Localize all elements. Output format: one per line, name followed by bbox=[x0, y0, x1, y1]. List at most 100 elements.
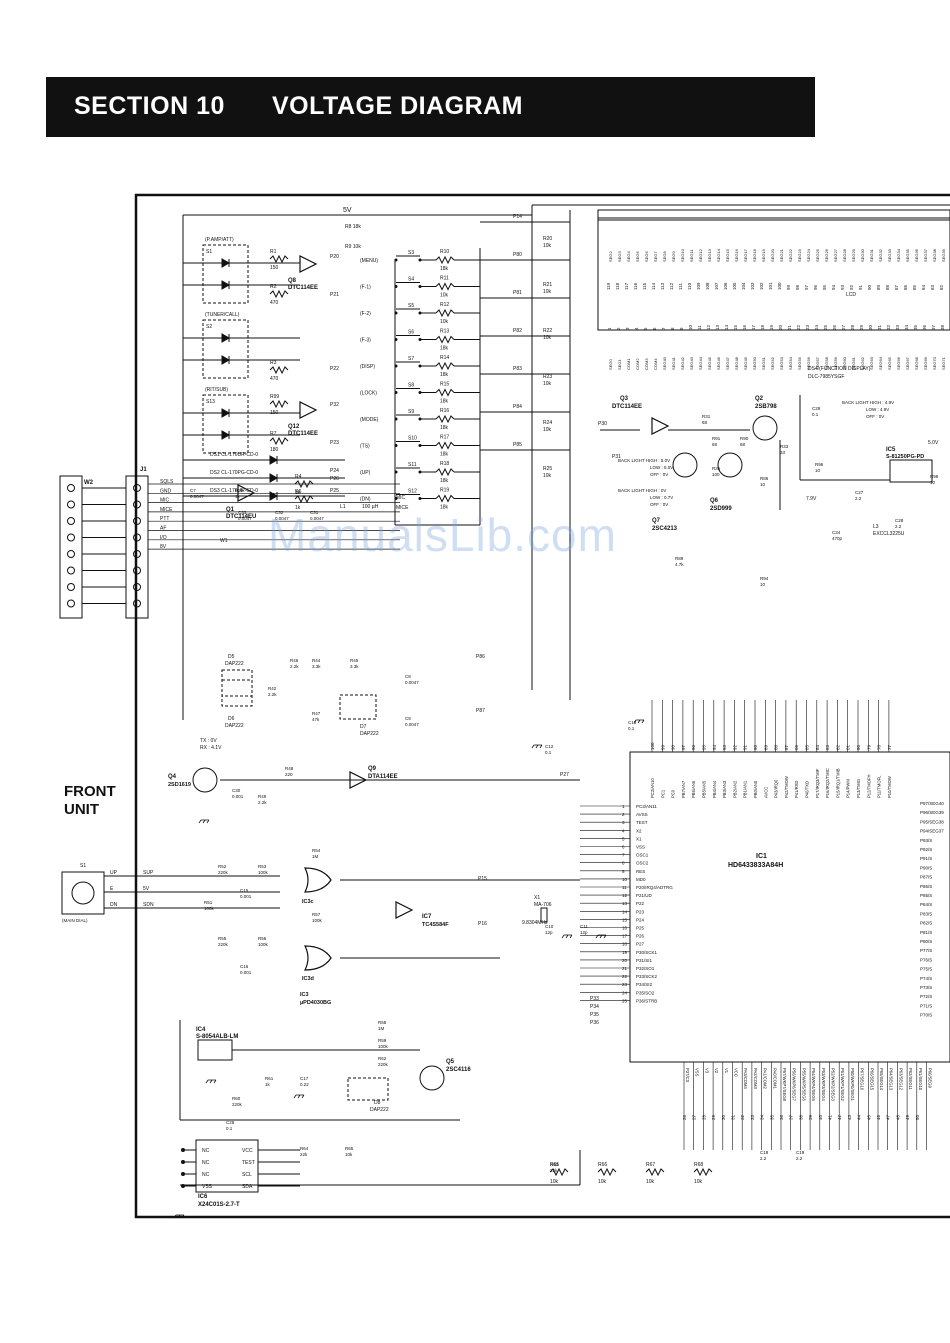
ic1-left-num-5: 6 bbox=[622, 845, 625, 850]
ic1-left-num-7: 8 bbox=[622, 861, 625, 866]
left-resistor-2 bbox=[269, 365, 289, 375]
lcd-bottom-pin-26: SEG60 bbox=[842, 356, 847, 370]
ic1-bottom-num-17: 43 bbox=[847, 1114, 852, 1120]
q6-ref: Q6 bbox=[710, 498, 719, 504]
bottom-resistor-1 bbox=[597, 1167, 617, 1177]
res-val-47: 4.7k bbox=[675, 562, 684, 567]
lcd-bottom-num-4: 5 bbox=[643, 327, 648, 330]
res-ref-17: R45 bbox=[350, 658, 359, 663]
ic1-left-num-4: 5 bbox=[622, 836, 625, 841]
ic1-top-pin-0: PC2/AN10 bbox=[650, 778, 655, 798]
res-ref-42: R90 bbox=[740, 436, 749, 441]
rail-7-9v: 7.9V bbox=[806, 496, 817, 502]
ic1-top-pin-17: P16/IRQ2/TMIC bbox=[825, 768, 830, 798]
lcd-bottom-pin-30: SEG64 bbox=[878, 356, 883, 370]
cap-val-5: 0.0047 bbox=[405, 722, 419, 727]
lcd-top-pin-36: SEG38 bbox=[932, 248, 937, 262]
cap-val-0: 0.0047 bbox=[190, 494, 204, 499]
bottom-res-ref-2: R67 bbox=[646, 1162, 655, 1168]
key-ref-9: S12 bbox=[408, 489, 417, 495]
lcd-top-pin-18: SEG20 bbox=[770, 248, 775, 262]
lcd-top-num-10: 109 bbox=[696, 282, 701, 290]
lcd-top-pin-6: SEG8 bbox=[662, 251, 667, 262]
key-label-9: (DN) bbox=[360, 497, 371, 503]
key-resistor-2 bbox=[435, 308, 455, 318]
lcd-top-pin-24: SEG26 bbox=[824, 248, 829, 262]
ic1-left-num-14: 15 bbox=[622, 917, 628, 922]
lcd-top-pin-32: SEG34 bbox=[896, 248, 901, 262]
cap-ref-2: C32 bbox=[275, 510, 284, 515]
j1-pin-4 bbox=[133, 550, 141, 558]
ic1-bottom-pin-20: P65/SEG14 bbox=[879, 1068, 884, 1091]
res-val-29: 1M bbox=[378, 1026, 385, 1031]
key-res-ref-8: R18 bbox=[440, 461, 449, 467]
lcd-top-pin-22: SEG24 bbox=[806, 248, 811, 262]
ic1-right-pin-21: P72/S bbox=[920, 994, 932, 999]
ic1-bottom-pin-21: P64/SEG13 bbox=[889, 1068, 894, 1091]
cap-val-8: 12p bbox=[545, 930, 553, 935]
ic1-bottom-num-9: 35 bbox=[769, 1114, 774, 1120]
lcd-bottom-num-25: 26 bbox=[832, 324, 837, 330]
ic1-bottom-pin-18: P67/SEG16 bbox=[860, 1068, 865, 1091]
ic1-top-pin-20: P13/TMIG bbox=[856, 779, 861, 798]
lcd-bottom-num-16: 17 bbox=[751, 324, 756, 330]
ic1-bottom-pin-13: P54/WKP4/SEG5 bbox=[811, 1068, 816, 1101]
res-ref-43: R91 bbox=[712, 436, 721, 441]
switch-box-0 bbox=[202, 244, 249, 304]
lcd-top-pin-1: SEG3 bbox=[617, 251, 622, 262]
ic1-part: HD6433833A84H bbox=[728, 862, 783, 869]
lcd-top-pin-17: SEG19 bbox=[761, 248, 766, 262]
mic-net: MIC bbox=[396, 495, 406, 501]
key-res-val-8: 18k bbox=[440, 478, 449, 484]
w2-pin-4 bbox=[67, 550, 75, 558]
buffer-ref-1: Q12 bbox=[288, 424, 300, 430]
j1-signal-7: 8V bbox=[160, 544, 167, 550]
dial-pin-1: E bbox=[110, 886, 114, 892]
lcd-bottom-num-20: 21 bbox=[787, 324, 792, 330]
ic1-top-pin-6: PB4/AN4 bbox=[712, 780, 717, 798]
port-label-p87: P87 bbox=[476, 708, 485, 714]
res-val-50: 10 bbox=[930, 480, 936, 485]
res-ref-48: R94 bbox=[760, 576, 769, 581]
ic1-left-pin-22: P34/SI2 bbox=[636, 982, 653, 987]
ic1-bottom-num-16: 42 bbox=[837, 1114, 842, 1120]
key-ref-1: S4 bbox=[408, 277, 414, 283]
bl-note-7: BACK LIGHT HIGH : 4.9V bbox=[842, 400, 894, 405]
bl-note-6: OFF : 0V bbox=[650, 502, 668, 507]
res-ref-29: R58 bbox=[378, 1020, 387, 1025]
ic1-bottom-num-21: 47 bbox=[886, 1114, 891, 1120]
d5-ref: D5 bbox=[228, 654, 235, 660]
ic1-top-pin-8: PB2/AN2 bbox=[732, 780, 737, 798]
buffer-q12 bbox=[299, 401, 318, 419]
l3-ref: L3 bbox=[873, 524, 879, 530]
res-val-21: 2.2k bbox=[258, 800, 267, 805]
ic1-right-pin-3: P94/SEG37 bbox=[920, 829, 944, 834]
port-label-p32: P32 bbox=[330, 402, 339, 408]
lcd-top-num-2: 117 bbox=[624, 282, 629, 290]
ic1-left-pin-16: P26 bbox=[636, 934, 645, 939]
lcd-bottom-num-22: 23 bbox=[805, 324, 810, 330]
ic1-right-pin-6: P91/S bbox=[920, 856, 932, 861]
res-ref-21: R49 bbox=[258, 794, 267, 799]
r8-label: R8 18k bbox=[345, 224, 361, 230]
ic1-right-pin-7: P90/S bbox=[920, 865, 932, 870]
key-res-ref-4: R14 bbox=[440, 355, 449, 361]
buffer-part-0: DTC114EE bbox=[288, 285, 318, 291]
ic1-bottom-num-22: 48 bbox=[895, 1114, 900, 1120]
ic4-ref: IC4 bbox=[196, 1027, 206, 1033]
q4-symbol bbox=[192, 767, 218, 793]
ic1-top-num-17: 83 bbox=[825, 744, 830, 750]
ic1-left-pin-21: P33/SCK2 bbox=[636, 974, 658, 979]
cap-val-2: 0.0047 bbox=[275, 516, 289, 521]
j1-pin-7 bbox=[133, 599, 141, 608]
lcd-top-num-17: 102 bbox=[759, 282, 764, 290]
lcd-top-num-20: 99 bbox=[786, 284, 791, 290]
res-val-30: 100k bbox=[378, 1044, 389, 1049]
key-res-val-2: 10k bbox=[440, 319, 449, 325]
ic1-bottom-pin-19: P66/SEG15 bbox=[869, 1068, 874, 1091]
pullup-val-3: 10k bbox=[543, 381, 552, 387]
lcd-top-pin-29: SEG31 bbox=[869, 248, 874, 262]
lcd-top-pin-4: SEG6 bbox=[644, 251, 649, 262]
lcd-top-pin-7: SEG9 bbox=[671, 251, 676, 262]
